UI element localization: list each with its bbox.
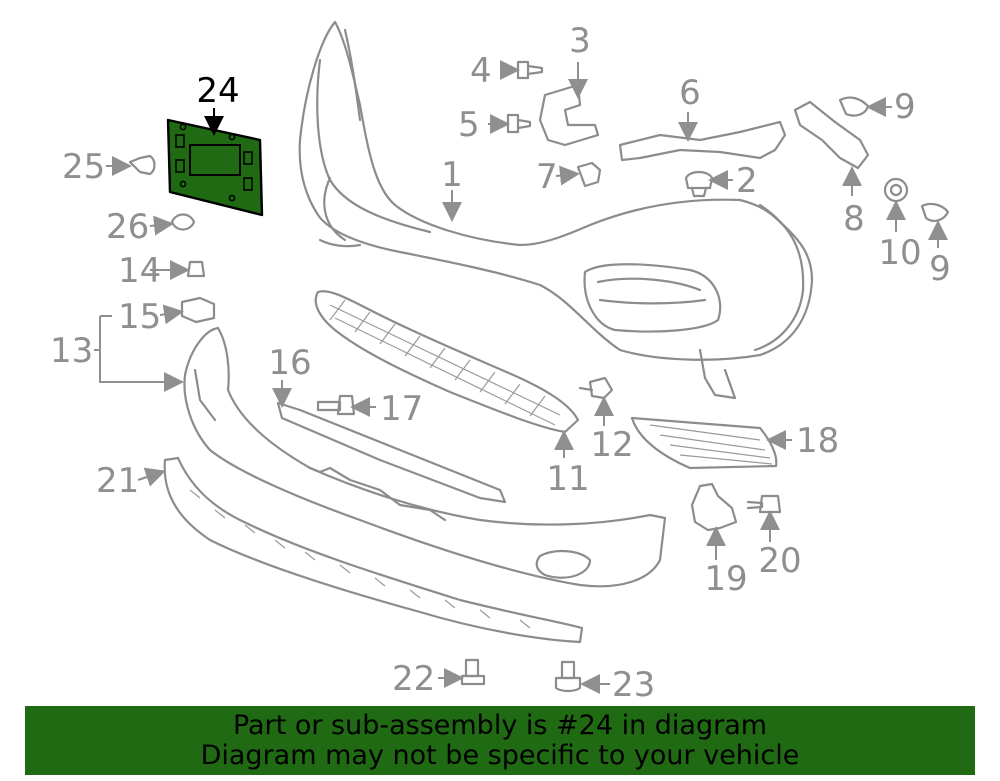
license-bracket-24 (166, 118, 264, 217)
callout-25: 25 (62, 147, 105, 187)
clip-19 (690, 482, 738, 532)
callout-labels: 1 2 3 4 5 7 6 9 8 10 9 11 12 13 14 15 16… (50, 21, 951, 700)
callout-15: 15 (118, 297, 161, 337)
callout-5: 5 (458, 105, 480, 145)
parts-diagram: 1 2 3 4 5 7 6 9 8 10 9 11 12 13 14 15 16… (50, 20, 951, 700)
callout-18: 18 (796, 421, 839, 461)
callout-26: 26 (106, 207, 149, 247)
bracket-3 (538, 83, 600, 147)
callout-6: 6 (679, 73, 701, 113)
side-bracket-8 (793, 100, 870, 170)
grille-11 (314, 290, 580, 434)
callout-20: 20 (758, 541, 801, 581)
fog-cover-18 (630, 416, 778, 470)
callout-7: 7 (536, 157, 558, 197)
callout-8: 8 (843, 199, 865, 239)
upper-bracket-6 (618, 120, 787, 162)
callout-16: 16 (268, 343, 311, 383)
callout-12: 12 (590, 425, 633, 465)
strip-16 (276, 401, 507, 504)
callout-21: 21 (96, 461, 139, 501)
callout-11: 11 (546, 459, 589, 499)
callout-23: 23 (612, 665, 655, 700)
bumper-cover (298, 20, 814, 400)
callout-9-top: 9 (894, 87, 916, 127)
callout-17: 17 (380, 389, 423, 429)
callout-1: 1 (441, 155, 463, 195)
banner-line-1: Part or sub-assembly is #24 in diagram (232, 710, 768, 741)
banner-line-2: Diagram may not be specific to your vehi… (200, 740, 800, 771)
fasteners (128, 60, 950, 693)
callout-19: 19 (704, 559, 747, 599)
callout-14: 14 (118, 251, 161, 291)
callout-22: 22 (392, 659, 435, 699)
callout-9-bottom: 9 (929, 249, 951, 289)
callout-3: 3 (569, 21, 591, 61)
callout-4: 4 (470, 51, 492, 91)
callout-24: 24 (196, 71, 239, 111)
info-banner: Part or sub-assembly is #24 in diagram D… (25, 706, 975, 775)
callout-2: 2 (736, 161, 758, 201)
callout-10: 10 (878, 233, 921, 273)
lower-cover-13 (183, 326, 667, 588)
callout-13: 13 (50, 331, 93, 371)
lower-lip-21 (163, 456, 584, 644)
leader-arrows (94, 60, 948, 694)
